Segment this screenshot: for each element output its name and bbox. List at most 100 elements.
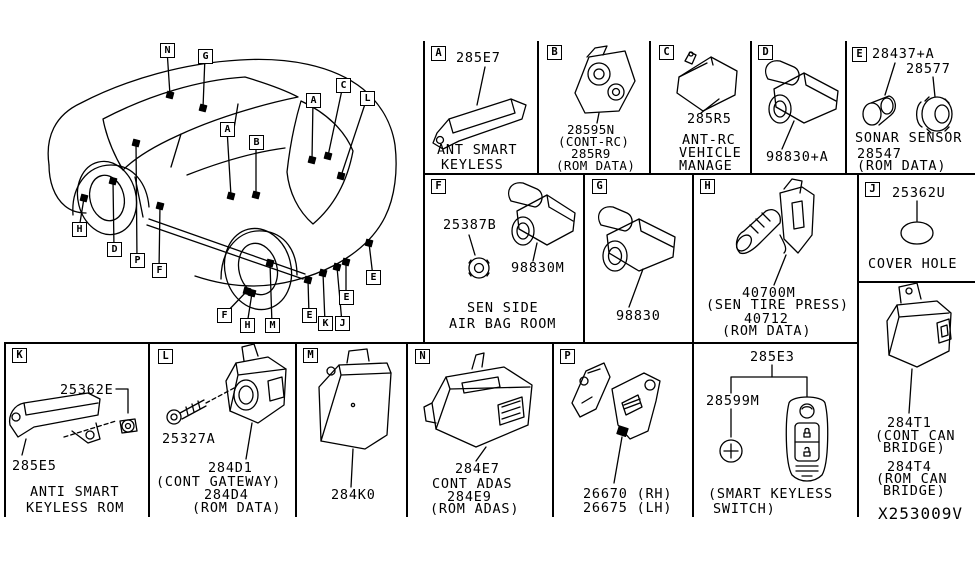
component-marker bbox=[165, 90, 175, 100]
cell-letter-J: J bbox=[865, 182, 880, 197]
car-body-outline bbox=[47, 58, 397, 287]
side-airbag-sensor-illustration bbox=[468, 182, 576, 279]
part-description: SWITCH) bbox=[713, 501, 776, 517]
component-marker bbox=[364, 238, 374, 248]
part-number: 98830+A bbox=[766, 149, 829, 165]
part-number: BRIDGE) bbox=[883, 483, 946, 499]
car-callout-D: D bbox=[107, 242, 122, 257]
part-number: 284K0 bbox=[331, 487, 376, 503]
component-marker bbox=[307, 155, 317, 165]
component-marker bbox=[247, 288, 257, 298]
can-bridge-illustration bbox=[886, 282, 952, 414]
car-callout-C: C bbox=[336, 78, 351, 93]
car-callout-P: P bbox=[130, 253, 145, 268]
part-description: COVER HOLE bbox=[868, 256, 958, 272]
car-callout-J: J bbox=[335, 316, 350, 331]
part-description: ANTI SMART bbox=[30, 484, 120, 500]
component-marker bbox=[198, 103, 208, 113]
grid-line bbox=[4, 342, 6, 517]
part-description: VEHICLE bbox=[679, 145, 742, 161]
sonar-sensor-illustration bbox=[862, 62, 953, 134]
callout-leader-line bbox=[327, 84, 344, 157]
module-284k0-illustration bbox=[318, 348, 392, 488]
part-number: 40700M bbox=[742, 285, 796, 301]
car-callout-F: F bbox=[152, 263, 167, 278]
part-number: (SEN TIRE PRESS) bbox=[706, 297, 849, 313]
part-number: 284T1 bbox=[887, 415, 932, 431]
ant-smart-keyless-illustration bbox=[432, 66, 527, 150]
part-number: 285E3 bbox=[750, 349, 795, 365]
side-glass bbox=[102, 76, 299, 171]
callout-leader-line bbox=[112, 180, 115, 250]
part-number: 284E7 bbox=[455, 461, 500, 477]
part-number: (CONT CAN bbox=[875, 428, 956, 444]
grid-line bbox=[148, 342, 150, 517]
part-number: 25387B bbox=[443, 217, 497, 233]
car-callout-K: K bbox=[318, 316, 333, 331]
component-marker bbox=[155, 201, 165, 211]
car-callout-H: H bbox=[240, 318, 255, 333]
part-description: AIR BAG ROOM bbox=[449, 316, 557, 332]
callout-leader-line bbox=[202, 55, 206, 109]
component-marker bbox=[323, 151, 333, 161]
ant-rc-illustration bbox=[676, 51, 738, 114]
part-description: KEYLESS ROM bbox=[26, 500, 125, 516]
part-number: (ROM DATA) bbox=[857, 158, 947, 174]
grid-line bbox=[295, 342, 297, 517]
callout-leader-line bbox=[322, 272, 326, 324]
part-number: 285E5 bbox=[12, 458, 57, 474]
callout-leader-line bbox=[158, 205, 161, 271]
part-description: ANT-RC bbox=[682, 132, 736, 148]
car-callout-G: G bbox=[198, 49, 213, 64]
car-illustration bbox=[47, 49, 397, 326]
grid-line bbox=[649, 41, 651, 173]
component-marker bbox=[226, 191, 236, 201]
component-marker bbox=[131, 138, 141, 148]
cell-letter-F: F bbox=[431, 179, 446, 194]
callout-leader-line bbox=[269, 262, 273, 326]
part-number: 285E7 bbox=[456, 50, 501, 66]
cell-letter-E: E bbox=[852, 47, 867, 62]
part-description: KEYLESS bbox=[441, 157, 504, 173]
car-callout-H: H bbox=[72, 222, 87, 237]
car-callout-M: M bbox=[265, 318, 280, 333]
car-callout-N: N bbox=[160, 43, 175, 58]
car-callout-E: E bbox=[339, 290, 354, 305]
part-number: 98830M bbox=[511, 260, 565, 276]
car-front bbox=[48, 164, 87, 214]
cell-letter-K: K bbox=[12, 348, 27, 363]
rocker-line bbox=[146, 218, 306, 280]
car-callout-L: L bbox=[360, 91, 375, 106]
callout-leader-line bbox=[340, 97, 368, 177]
part-number: 28577 bbox=[906, 61, 951, 77]
part-number: (CONT-RC) bbox=[558, 134, 630, 149]
part-number: 284D1 bbox=[208, 460, 253, 476]
cell-letter-B: B bbox=[547, 45, 562, 60]
cell-letter-H: H bbox=[700, 179, 715, 194]
front-wheel-inner bbox=[88, 174, 126, 222]
door-lock-illustration bbox=[571, 362, 661, 484]
part-number: 28595N bbox=[567, 122, 615, 137]
grid-line bbox=[750, 41, 752, 173]
part-number: 25362U bbox=[892, 185, 946, 201]
key-fob-outline bbox=[785, 396, 829, 482]
adas-unit-illustration bbox=[423, 352, 533, 462]
part-number: 25362E bbox=[60, 382, 114, 398]
sensor-98830a-illustration bbox=[765, 60, 839, 150]
car-callout-B: B bbox=[249, 135, 264, 150]
part-number: 28437+A bbox=[872, 46, 935, 62]
grid-line bbox=[406, 342, 408, 517]
component-marker bbox=[303, 275, 313, 285]
car-callout-A: A bbox=[220, 122, 235, 137]
part-number: 284T4 bbox=[887, 459, 932, 475]
grid-line bbox=[857, 173, 859, 517]
part-number: 284E9 bbox=[447, 489, 492, 505]
car-callout-A: A bbox=[306, 93, 321, 108]
rear-wheel bbox=[223, 227, 293, 311]
tire-pressure-sensor-illustration bbox=[735, 178, 815, 286]
part-number: BRIDGE) bbox=[883, 440, 946, 456]
grid-line bbox=[857, 281, 975, 283]
part-number: 40712 bbox=[744, 311, 789, 327]
car-callout-E: E bbox=[366, 270, 381, 285]
grid-line bbox=[4, 342, 858, 344]
